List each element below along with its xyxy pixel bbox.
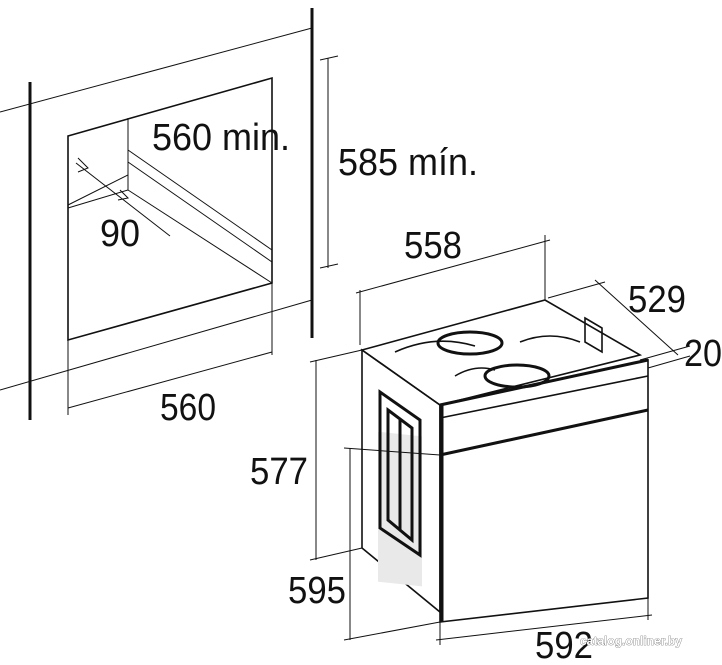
label-niche-depth-min: 560 min.	[152, 117, 290, 159]
label-body-height: 577	[250, 451, 308, 493]
oven-drawing	[309, 235, 691, 645]
watermark: catalog.onliner.by	[580, 634, 682, 648]
label-ventilation-gap: 90	[100, 213, 140, 255]
label-oven-top-width: 558	[404, 225, 462, 267]
label-front-height: 595	[288, 570, 346, 612]
label-front-width: 592	[535, 625, 593, 665]
label-oven-depth: 529	[628, 279, 686, 321]
label-niche-height-min: 585 mín.	[338, 142, 478, 184]
label-front-offset: 20	[684, 333, 722, 375]
label-niche-width: 560	[160, 387, 216, 429]
niche-drawing	[0, 8, 339, 420]
